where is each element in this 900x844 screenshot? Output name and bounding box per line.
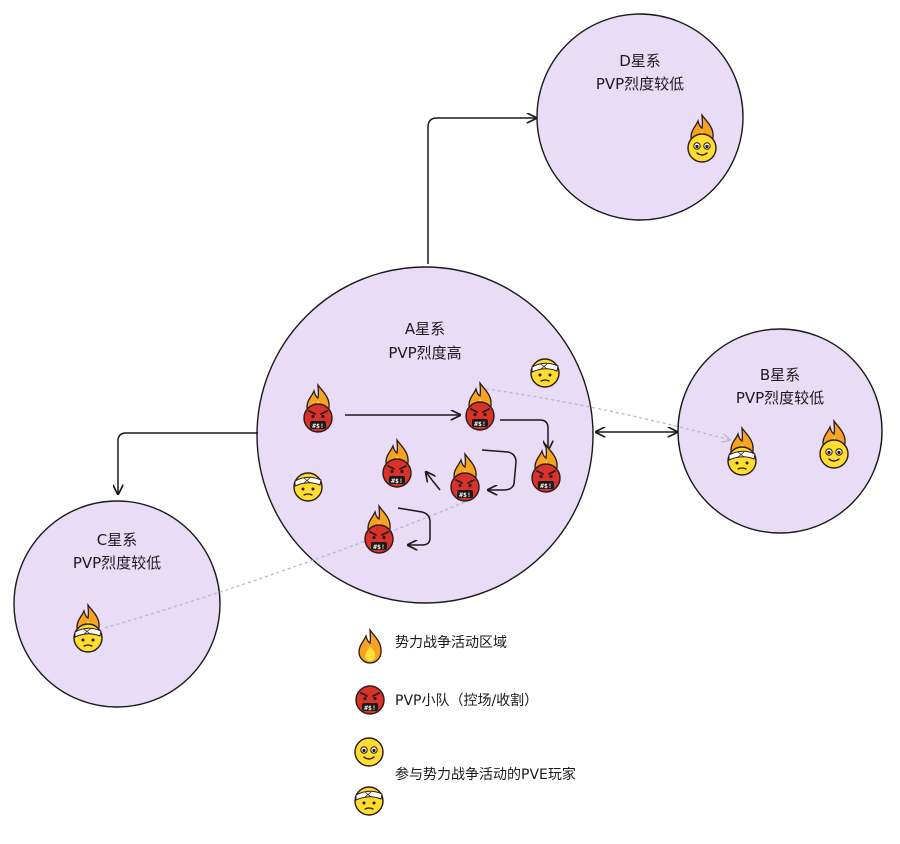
bandaged-face-icon (293, 472, 323, 502)
dotted-path-to-b (479, 387, 730, 440)
bandaged-face-icon (73, 623, 103, 653)
smile-face-icon (687, 133, 717, 163)
squad-arrow-2 (500, 419, 548, 450)
squad-arrow-5 (397, 507, 431, 545)
dotted-path-to-c (104, 499, 471, 629)
legend-flame-icon (358, 629, 382, 664)
legend-smile-face-icon (354, 737, 384, 767)
galaxy-b-name: B星系 (760, 366, 800, 384)
squad-arrow-3 (481, 449, 517, 490)
smile-face-icon (819, 439, 849, 469)
arrow-a-to-d (427, 118, 536, 264)
legend-angry-face-icon (355, 685, 385, 715)
legend-pvp-squad: PVP小队（控场/收割） (395, 692, 538, 709)
bandaged-face-icon (727, 446, 757, 476)
galaxy-c (13, 500, 221, 708)
galaxy-c-name: C星系 (97, 531, 137, 549)
legend-faction-war-zone: 势力战争活动区域 (395, 635, 507, 651)
galaxy-a-pvp-level: PVP烈度高 (388, 344, 461, 362)
galaxy-d (536, 13, 744, 221)
galaxy-d-pvp-level: PVP烈度较低 (596, 75, 684, 93)
angry-face-icon (465, 401, 495, 431)
angry-face-icon (382, 458, 412, 488)
angry-face-icon (303, 403, 333, 433)
legend-bandaged-face-icon (354, 786, 384, 816)
bandaged-face-icon (530, 358, 560, 388)
angry-face-icon (450, 472, 480, 502)
galaxy-d-name: D星系 (619, 52, 661, 70)
galaxy-a (256, 266, 594, 604)
galaxy-a-name: A星系 (405, 320, 445, 338)
galaxy-c-pvp-level: PVP烈度较低 (73, 554, 161, 572)
galaxy-b (677, 328, 883, 534)
galaxy-b-pvp-level: PVP烈度较低 (736, 389, 824, 407)
angry-face-icon (531, 463, 561, 493)
squad-arrow-4 (426, 472, 441, 491)
arrow-a-to-c (118, 432, 258, 494)
legend-pve-players: 参与势力战争活动的PVE玩家 (395, 766, 576, 783)
angry-face-icon (364, 524, 394, 554)
